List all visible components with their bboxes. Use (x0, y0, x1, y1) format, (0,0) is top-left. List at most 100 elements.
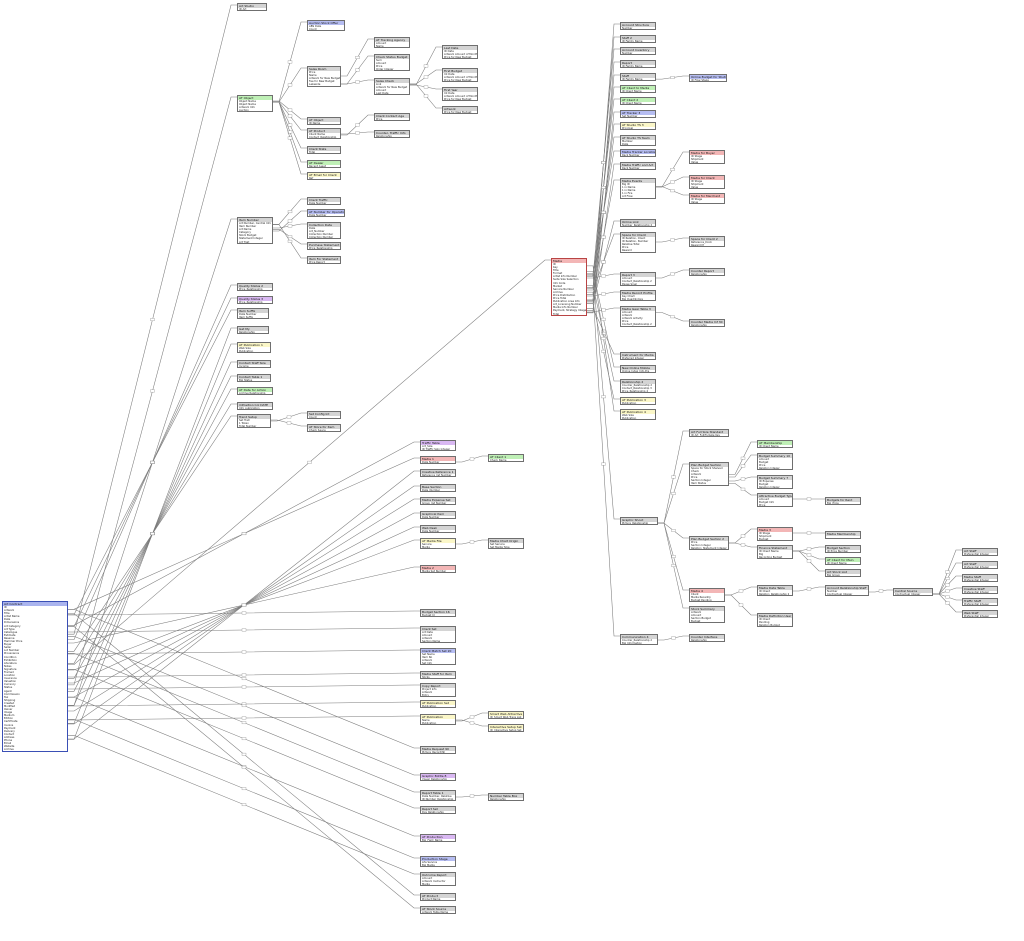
table-node-g11[interactable]: Media Membership (825, 531, 861, 540)
